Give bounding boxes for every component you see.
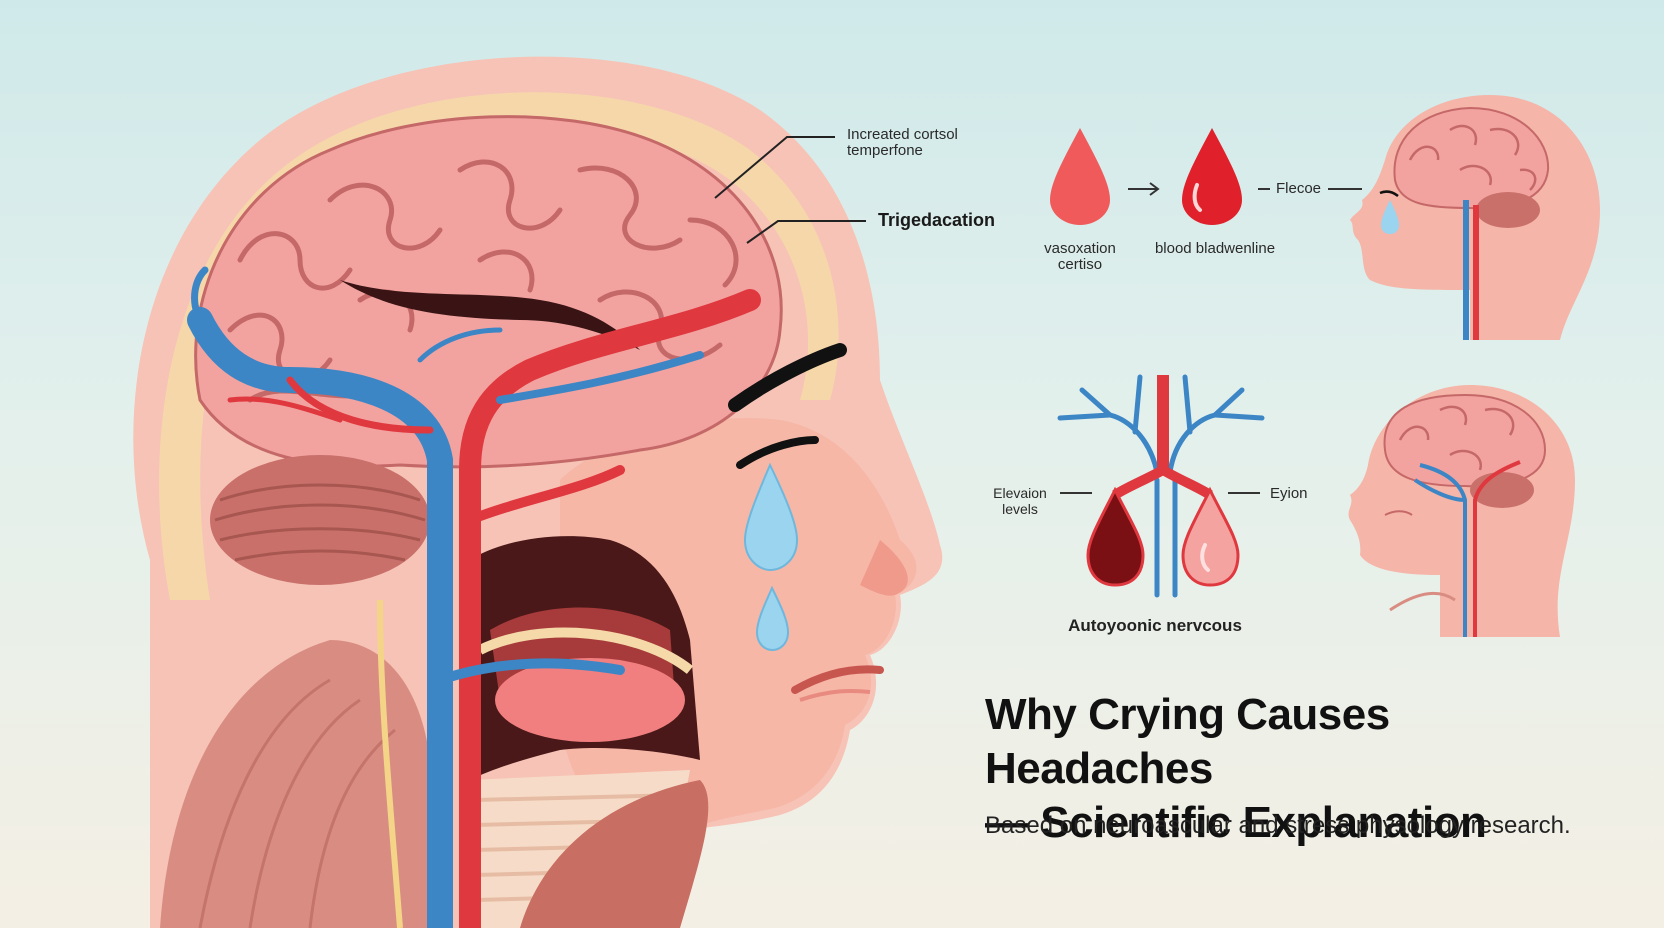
tear-drop-small-icon: [755, 585, 790, 652]
leader-line-trigedacation: [746, 220, 866, 244]
brain-fissure: [340, 280, 640, 350]
neck-muscle: [160, 640, 440, 928]
title-line2: — Scientific Explanation: [985, 798, 1487, 847]
nose: [860, 540, 908, 596]
label-cortisol: Increated cortsol temperfone: [847, 127, 1017, 159]
label-eyion: Eyion: [1270, 485, 1308, 502]
title-line1: Why Crying Causes Headaches: [985, 690, 1390, 793]
label-cortisol-line1: Increated cortsol: [847, 126, 958, 143]
blood-drop-icon: [1182, 128, 1242, 225]
major-vessels: [187, 266, 761, 928]
tear-drop-large-icon: [743, 462, 799, 572]
vasoconstriction-drop-icon: [1050, 128, 1110, 225]
label-vasoconstriction-line2: certiso: [1057, 256, 1103, 273]
main-artery: [459, 289, 761, 928]
page-subtitle: Based on neuroascular and stress physolo…: [985, 812, 1571, 839]
label-flecoe: Flecoe: [1276, 180, 1322, 197]
label-elevation-line2: levels: [1002, 501, 1038, 517]
leader-line-cortisol: [714, 136, 835, 199]
small-tear-icon: [1381, 200, 1399, 234]
closed-eye: [736, 436, 819, 469]
label-vasoconstriction: vasoxation certiso: [1020, 241, 1140, 273]
small-head-bottom: [1348, 385, 1575, 637]
tongue: [495, 658, 685, 742]
label-blood-adrenaline: blood bladwenline: [1154, 240, 1276, 257]
dark-chamber-icon: [1086, 486, 1145, 587]
head-profile-illustration: [133, 56, 943, 928]
label-cortisol-line2: temperfone: [847, 142, 923, 159]
mouth: [791, 665, 884, 694]
arrow-right-icon: [1128, 182, 1160, 196]
light-chamber-icon: [1181, 486, 1240, 587]
page-title: Why Crying Causes Headaches — Scientific…: [985, 688, 1625, 850]
blood-drop-panel: [1050, 128, 1362, 225]
eyebrow: [728, 343, 847, 412]
small-head-top: [1350, 95, 1600, 340]
label-autonomic: Autoyoonic nervcous: [1068, 616, 1242, 635]
label-vasoconstriction-line1: vasoxation: [1044, 240, 1116, 257]
label-elevation: Elevaion levels: [975, 485, 1065, 517]
label-trigedacation: Trigedacation: [878, 210, 996, 230]
label-elevation-line1: Elevaion: [993, 485, 1047, 501]
vessel-diagram: [1057, 374, 1265, 598]
cerebellum: [210, 455, 430, 585]
